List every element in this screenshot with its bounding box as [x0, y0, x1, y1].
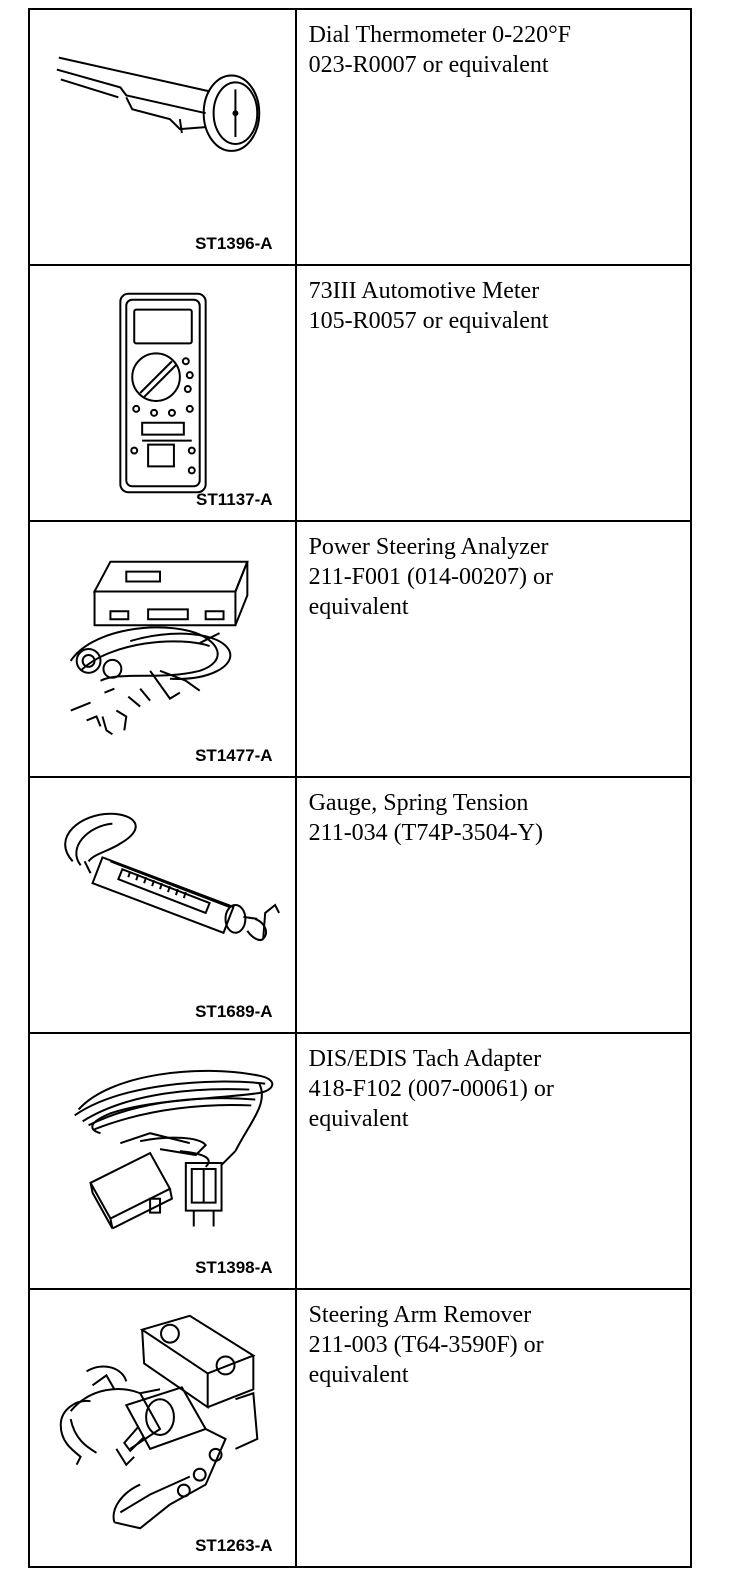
tool-number: 211-034 (T74P-3504-Y): [308, 820, 543, 846]
tach-adapter-icon: [30, 1034, 296, 1288]
tool-row: ST1689-A Gauge, Spring Tension 211-034 (…: [28, 776, 693, 1034]
tool-row: ST1477-A Power Steering Analyzer 211-F00…: [28, 520, 693, 778]
tool-illustration-cell: ST1477-A: [28, 520, 297, 778]
tool-code: ST1477-A: [195, 746, 273, 765]
spring-tension-gauge-icon: [30, 778, 296, 1032]
tool-note: equivalent: [308, 1362, 409, 1388]
tool-illustration-cell: ST1263-A: [28, 1288, 297, 1568]
tool-name: Gauge, Spring Tension: [308, 790, 529, 816]
tool-illustration-cell: ST1689-A: [28, 776, 297, 1034]
special-tools-table: ST1396-A Dial Thermometer 0-220°F 023-R0…: [28, 8, 693, 1568]
tool-name: Dial Thermometer 0-220°F: [308, 22, 572, 48]
tool-name: 73III Automotive Meter: [308, 278, 540, 304]
tool-code: ST1689-A: [195, 1002, 273, 1021]
tool-code: ST1398-A: [195, 1258, 273, 1277]
tool-description: 73III Automotive Meter 105-R0057 or equi…: [297, 266, 690, 336]
tool-code: ST1396-A: [195, 234, 273, 253]
tool-description-cell: Dial Thermometer 0-220°F 023-R0007 or eq…: [294, 8, 693, 266]
tool-number: 023-R0007 or equivalent: [308, 52, 549, 78]
tool-row: ST1137-A 73III Automotive Meter 105-R005…: [28, 264, 693, 522]
automotive-meter-icon: [30, 266, 296, 520]
tool-row: ST1396-A Dial Thermometer 0-220°F 023-R0…: [28, 8, 693, 266]
tool-number: 211-003 (T64-3590F) or: [308, 1332, 544, 1358]
tool-number: 211-F001 (014-00207) or: [308, 564, 553, 590]
tool-description-cell: Gauge, Spring Tension 211-034 (T74P-3504…: [294, 776, 693, 1034]
tool-name: Steering Arm Remover: [308, 1302, 532, 1328]
tool-description-cell: DIS/EDIS Tach Adapter 418-F102 (007-0006…: [294, 1032, 693, 1290]
tool-note: equivalent: [308, 1106, 409, 1132]
tool-number: 418-F102 (007-00061) or: [308, 1076, 554, 1102]
tool-note: equivalent: [308, 594, 409, 620]
tool-illustration-cell: ST1396-A: [28, 8, 297, 266]
steering-arm-remover-icon: [30, 1290, 296, 1566]
tool-illustration-cell: ST1137-A: [28, 264, 297, 522]
tool-illustration-cell: ST1398-A: [28, 1032, 297, 1290]
tool-code: ST1137-A: [196, 490, 273, 509]
tool-description: Power Steering Analyzer 211-F001 (014-00…: [297, 522, 690, 622]
tool-row: ST1263-A Steering Arm Remover 211-003 (T…: [28, 1288, 693, 1568]
tool-description-cell: 73III Automotive Meter 105-R0057 or equi…: [294, 264, 693, 522]
tool-code: ST1263-A: [195, 1536, 273, 1555]
power-steering-analyzer-icon: [30, 522, 296, 776]
tool-name: Power Steering Analyzer: [308, 534, 549, 560]
tool-description: Gauge, Spring Tension 211-034 (T74P-3504…: [297, 778, 690, 848]
tool-description: Dial Thermometer 0-220°F 023-R0007 or eq…: [297, 10, 690, 80]
tool-name: DIS/EDIS Tach Adapter: [308, 1046, 542, 1072]
dial-thermometer-icon: [30, 10, 296, 264]
tool-row: ST1398-A DIS/EDIS Tach Adapter 418-F102 …: [28, 1032, 693, 1290]
tool-description-cell: Steering Arm Remover 211-003 (T64-3590F)…: [294, 1288, 693, 1568]
tool-number: 105-R0057 or equivalent: [308, 308, 549, 334]
tool-description-cell: Power Steering Analyzer 211-F001 (014-00…: [294, 520, 693, 778]
tool-description: DIS/EDIS Tach Adapter 418-F102 (007-0006…: [297, 1034, 690, 1134]
tool-description: Steering Arm Remover 211-003 (T64-3590F)…: [297, 1290, 690, 1390]
